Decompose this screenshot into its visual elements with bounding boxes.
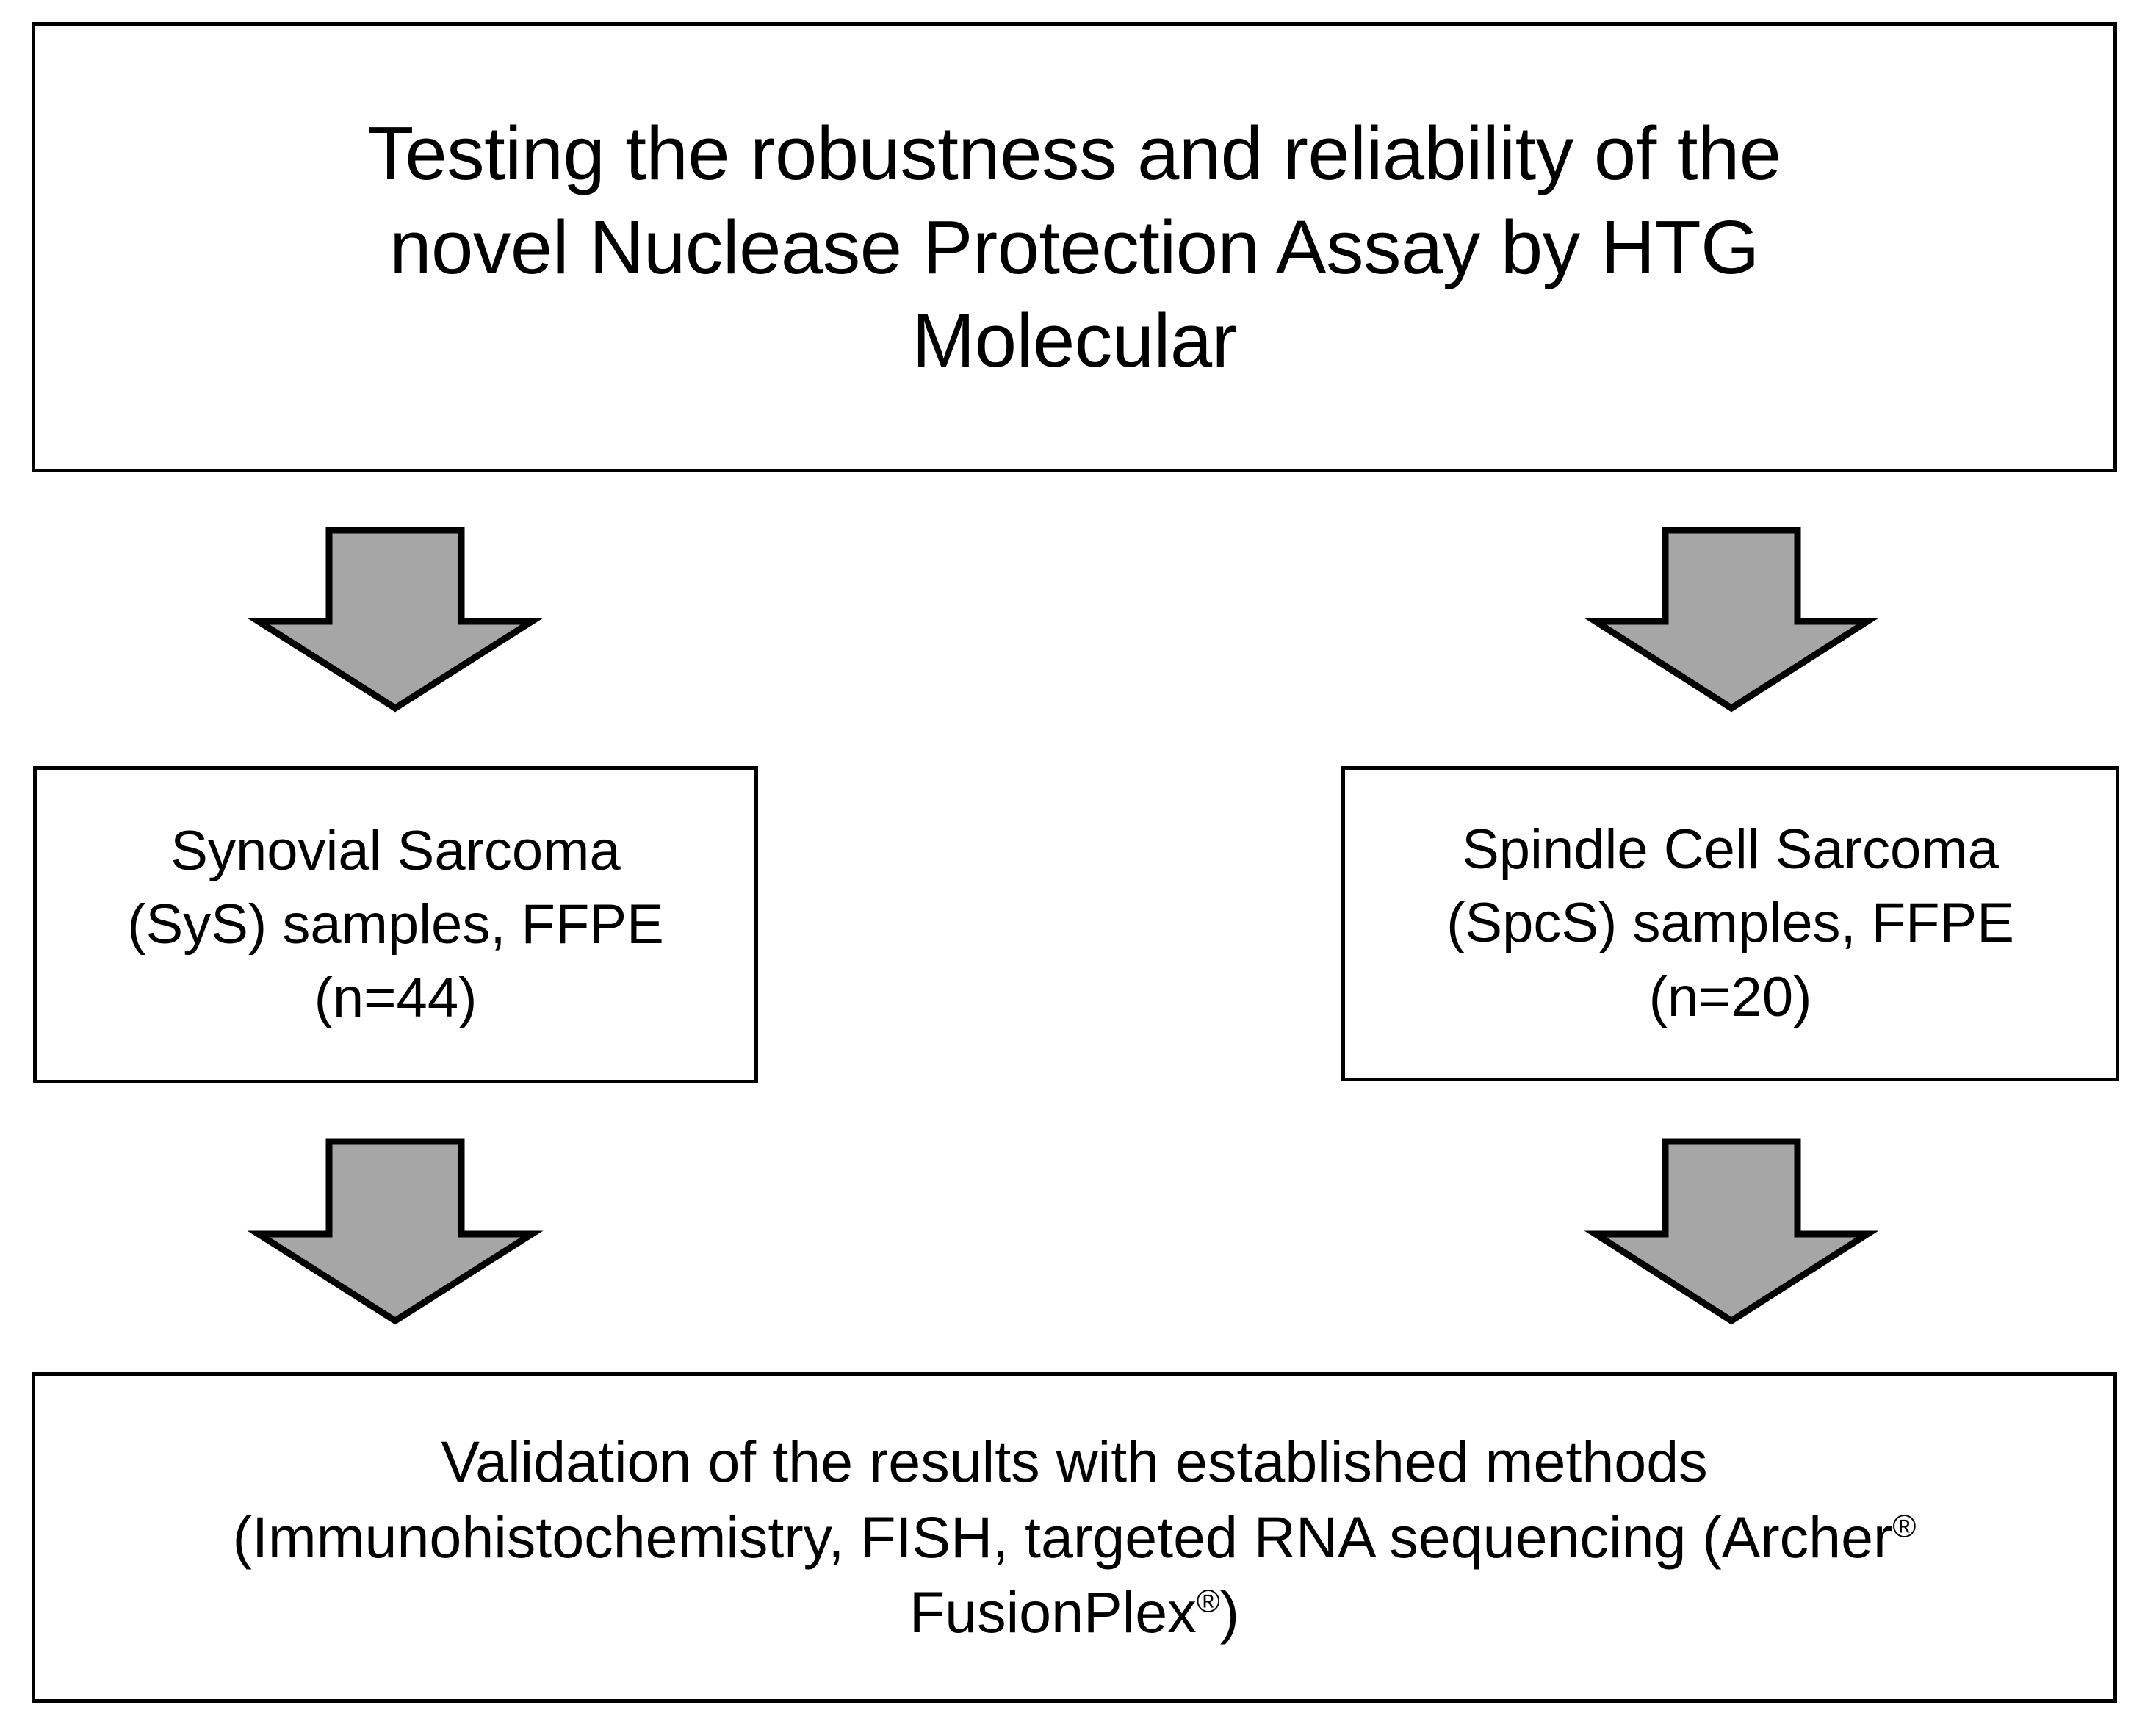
validation-box-text: Validation of the results with establish… [35,1424,2113,1651]
title-line-2: novel Nuclease Protection Assay by HTG [389,204,1759,289]
validation-line-3-text: FusionPlex [909,1579,1197,1645]
down-arrow-icon-title-to-sys [247,527,544,713]
registered-trademark-icon-fusionplex: ® [1196,1584,1220,1620]
synovial-sarcoma-box-text: Synovial Sarcoma (SyS) samples, FFPE (n=… [37,815,754,1036]
down-arrow-icon-sys-to-validation [247,1138,544,1325]
validation-line-3-close-paren: ) [1219,1579,1240,1645]
down-arrow-icon-spcs-to-validation [1584,1138,1879,1325]
validation-line-2: (Immunohistochemistry, FISH, targeted RN… [53,1500,2096,1576]
spindle-cell-sarcoma-box: Spindle Cell Sarcoma (SpcS) samples, FFP… [1341,766,2119,1081]
title-line-1: Testing the robustness and reliability o… [367,110,1781,195]
validation-box: Validation of the results with establish… [32,1372,2117,1703]
title-box: Testing the robustness and reliability o… [32,22,2117,472]
title-line-3: Molecular [912,298,1237,383]
title-box-text: Testing the robustness and reliability o… [35,107,2113,388]
sys-line-2: (SyS) samples, FFPE [127,892,664,956]
spindle-cell-sarcoma-box-text: Spindle Cell Sarcoma (SpcS) samples, FFP… [1345,813,2116,1034]
sys-line-3: (n=44) [314,967,477,1030]
down-arrow-icon-title-to-spcs [1584,527,1879,713]
sys-line-1: Synovial Sarcoma [170,819,621,882]
spcs-line-3: (n=20) [1648,965,1812,1028]
validation-line-1: Validation of the results with establish… [441,1428,1708,1494]
spcs-line-2: (SpcS) samples, FFPE [1446,892,2014,955]
validation-line-3: FusionPlex®) [53,1575,2096,1651]
spcs-line-1: Spindle Cell Sarcoma [1462,818,1999,881]
validation-line-2-text: (Immunohistochemistry, FISH, targeted RN… [232,1504,1893,1570]
registered-trademark-icon-archer: ® [1892,1509,1917,1545]
synovial-sarcoma-box: Synovial Sarcoma (SyS) samples, FFPE (n=… [33,766,758,1083]
